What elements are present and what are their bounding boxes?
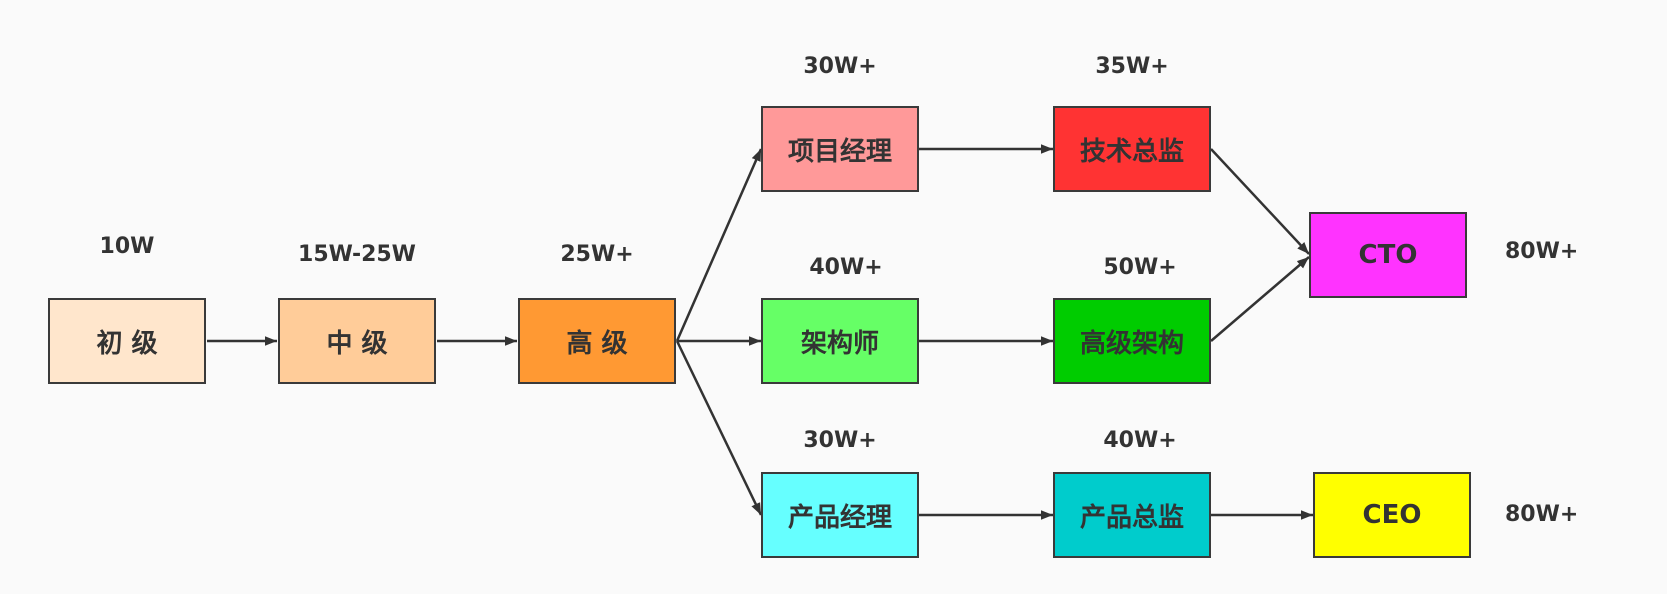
node-junior-label: 初 级 — [96, 328, 158, 359]
salary-architect: 40W+ — [809, 255, 883, 280]
node-architect-label: 架构师 — [800, 328, 879, 359]
salary-senior-architect: 50W+ — [1103, 255, 1177, 280]
node-tech-director: 技术总监 — [1053, 106, 1211, 192]
salary-project-manager: 30W+ — [803, 54, 877, 79]
salary-senior: 25W+ — [560, 242, 634, 267]
salary-product-director: 40W+ — [1103, 428, 1177, 453]
salary-product-manager: 30W+ — [803, 428, 877, 453]
node-senior-label: 高 级 — [566, 328, 628, 359]
node-senior: 高 级 — [518, 298, 676, 384]
edge-senior-architect-cto — [1210, 256, 1310, 342]
node-architect: 架构师 — [761, 298, 919, 384]
node-cto: CTO — [1309, 212, 1467, 298]
node-senior-architect: 高级架构 — [1053, 298, 1211, 384]
salary-cto: 80W+ — [1505, 239, 1579, 264]
node-mid-label: 中 级 — [326, 328, 388, 359]
node-ceo-label: CEO — [1362, 500, 1422, 530]
node-project-manager-label: 项目经理 — [787, 136, 892, 167]
node-senior-architect-label: 高级架构 — [1079, 328, 1184, 359]
edge-senior-pm — [675, 148, 763, 342]
node-junior: 初 级 — [48, 298, 206, 384]
node-product-manager: 产品经理 — [761, 472, 919, 558]
salary-junior: 10W — [99, 234, 155, 259]
salary-ceo: 80W+ — [1505, 502, 1579, 527]
node-product-manager-label: 产品经理 — [787, 502, 892, 533]
node-project-manager: 项目经理 — [761, 106, 919, 192]
node-product-director-label: 产品总监 — [1079, 502, 1184, 533]
salary-mid: 15W-25W — [298, 242, 416, 267]
edge-senior-product-manager — [675, 340, 763, 516]
salary-tech-director: 35W+ — [1095, 54, 1169, 79]
node-product-director: 产品总监 — [1053, 472, 1211, 558]
node-tech-director-label: 技术总监 — [1079, 136, 1184, 167]
edge-tech-director-cto — [1210, 148, 1310, 255]
node-cto-label: CTO — [1358, 240, 1418, 270]
node-mid: 中 级 — [278, 298, 436, 384]
node-ceo: CEO — [1313, 472, 1471, 558]
